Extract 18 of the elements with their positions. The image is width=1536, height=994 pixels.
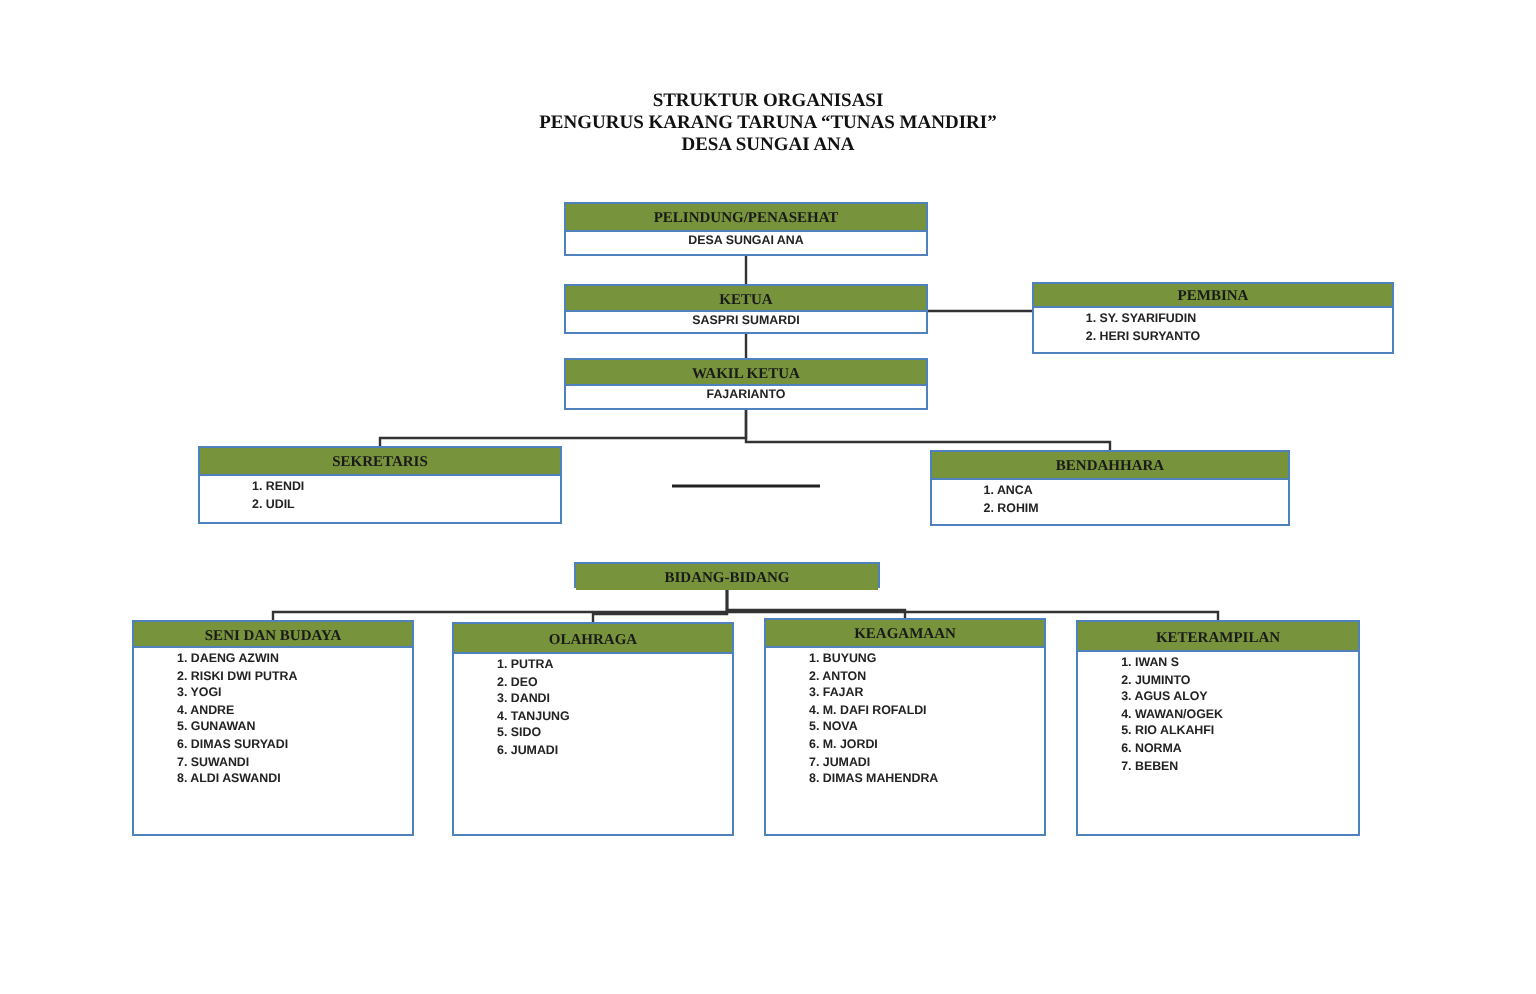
org-chart-box — [132, 620, 414, 836]
connector-line — [928, 309, 1032, 313]
title-line: DESA SUNGAI ANA — [679, 136, 857, 158]
org-chart-box — [198, 446, 562, 524]
org-chart-box — [564, 358, 928, 410]
title-line: PENGURUS KARANG TARUNA “TUNAS MANDIRI” — [537, 114, 999, 136]
connector-line — [725, 588, 1220, 620]
org-chart-box — [1076, 620, 1360, 836]
diagram-title: STRUKTUR ORGANISASI — [650, 92, 886, 114]
connector-line — [744, 334, 748, 358]
org-chart-box — [564, 202, 928, 256]
org-chart-box — [564, 284, 928, 334]
org-chart-box — [1032, 282, 1394, 354]
org-chart-box — [930, 450, 1290, 526]
connector-line — [744, 256, 748, 284]
connector-line — [744, 410, 1112, 450]
org-chart-box — [452, 622, 734, 836]
org-chart-box — [764, 618, 1046, 836]
